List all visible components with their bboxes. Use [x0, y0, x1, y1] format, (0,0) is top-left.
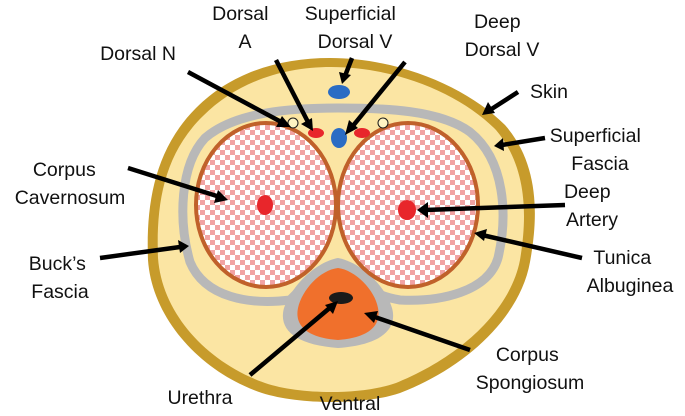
label-bucks-fascia-line2: Fascia [31, 281, 89, 303]
urethra [329, 292, 353, 304]
arrow-superficial-fascia-head [494, 138, 504, 151]
corpus-spongiosum [297, 268, 379, 340]
label-corpus-cavernosum-line1: Corpus [33, 159, 96, 181]
label-tunica-albuginea: Tunica Albuginea [587, 247, 674, 297]
dorsal-nerve-left [287, 117, 299, 129]
label-corpus-spongiosum-line2: Spongiosum [476, 372, 584, 394]
label-deep-dorsal-vein: Deep Dorsal V [465, 11, 540, 61]
arrow-deep-dorsal-vein-head [345, 120, 358, 135]
label-dorsal-artery-line1: Dorsal [212, 3, 268, 25]
label-corpus-cavernosum: Corpus Cavernosum [15, 159, 126, 209]
arrow-superficial-dorsal-vein-head [339, 72, 351, 84]
arrow-dorsal-nerve [186, 70, 287, 126]
label-corpus-cavernosum-line2: Cavernosum [15, 187, 126, 209]
arrow-bucks-fascia [99, 244, 181, 261]
label-deep-dorsal-vein-line2: Dorsal V [465, 39, 540, 61]
label-tunica-albuginea-line2: Albuginea [587, 275, 674, 297]
label-ventral: Ventral [320, 393, 381, 415]
arrow-corpus-cavernosum-head [214, 190, 228, 203]
label-superficial-fascia-line1: Superficial [550, 125, 641, 147]
label-dorsal-artery-line2: A [238, 31, 251, 53]
arrow-dorsal-artery-head [301, 118, 313, 131]
arrow-bucks-fascia-head [178, 240, 189, 253]
dorsal-artery-left [308, 128, 324, 138]
deep-dorsal-vein [331, 128, 347, 148]
label-bucks-fascia: Buck’s Fascia [29, 253, 92, 303]
arrow-urethra [248, 304, 334, 377]
deep-artery-right [398, 200, 416, 220]
label-deep-artery-line2: Artery [566, 209, 618, 231]
label-deep-artery: Deep Artery [564, 181, 618, 231]
label-deep-artery-line1: Deep [564, 181, 611, 203]
label-dorsal-artery: Dorsal A [212, 3, 274, 53]
label-superficial-dorsal-vein-line1: Superficial [305, 3, 396, 25]
deep-artery-left [257, 195, 273, 215]
arrow-deep-artery [424, 202, 566, 213]
arrow-corpus-spongiosum-head [364, 311, 378, 323]
label-deep-dorsal-vein-line1: Deep [474, 11, 521, 33]
label-bucks-fascia-line1: Buck’s [29, 253, 86, 275]
arrow-tunica-albuginea [481, 232, 583, 261]
label-dorsal-nerve: Dorsal N [100, 43, 176, 65]
arrow-superficial-fascia [501, 135, 546, 148]
label-skin: Skin [530, 81, 568, 103]
arrow-deep-artery-head [417, 202, 428, 218]
label-corpus-spongiosum-line1: Corpus [496, 344, 559, 366]
corpus-cavernosum-left [194, 121, 338, 289]
superficial-dorsal-vein [328, 85, 350, 99]
arrow-urethra-head [325, 301, 338, 314]
arrow-corpus-spongiosum [371, 313, 471, 353]
arrow-deep-dorsal-vein [350, 60, 407, 129]
dorsal-nerve-right [377, 117, 389, 129]
arrows [99, 57, 583, 377]
label-tunica-albuginea-line1: Tunica [593, 247, 651, 269]
label-urethra: Urethra [167, 387, 232, 409]
labels: Dorsal A Superficial Dorsal V Deep Dorsa… [15, 3, 674, 415]
arrow-dorsal-nerve-head [276, 116, 291, 127]
label-corpus-spongiosum: Corpus Spongiosum [476, 344, 584, 394]
dorsal-artery-right [354, 128, 370, 138]
arrow-skin-head [482, 102, 495, 115]
label-superficial-fascia-line2: Fascia [571, 153, 629, 175]
corpus-cavernosum-right [336, 121, 480, 289]
arrow-superficial-dorsal-vein [342, 57, 355, 77]
arrow-skin [488, 90, 520, 112]
label-superficial-dorsal-vein-line2: Dorsal V [318, 31, 393, 53]
arrow-tunica-albuginea-head [474, 229, 487, 241]
arrow-corpus-cavernosum [127, 165, 221, 200]
label-superficial-fascia: Superficial Fascia [550, 125, 646, 175]
arrow-dorsal-artery [274, 58, 311, 126]
label-superficial-dorsal-vein: Superficial Dorsal V [305, 3, 401, 53]
